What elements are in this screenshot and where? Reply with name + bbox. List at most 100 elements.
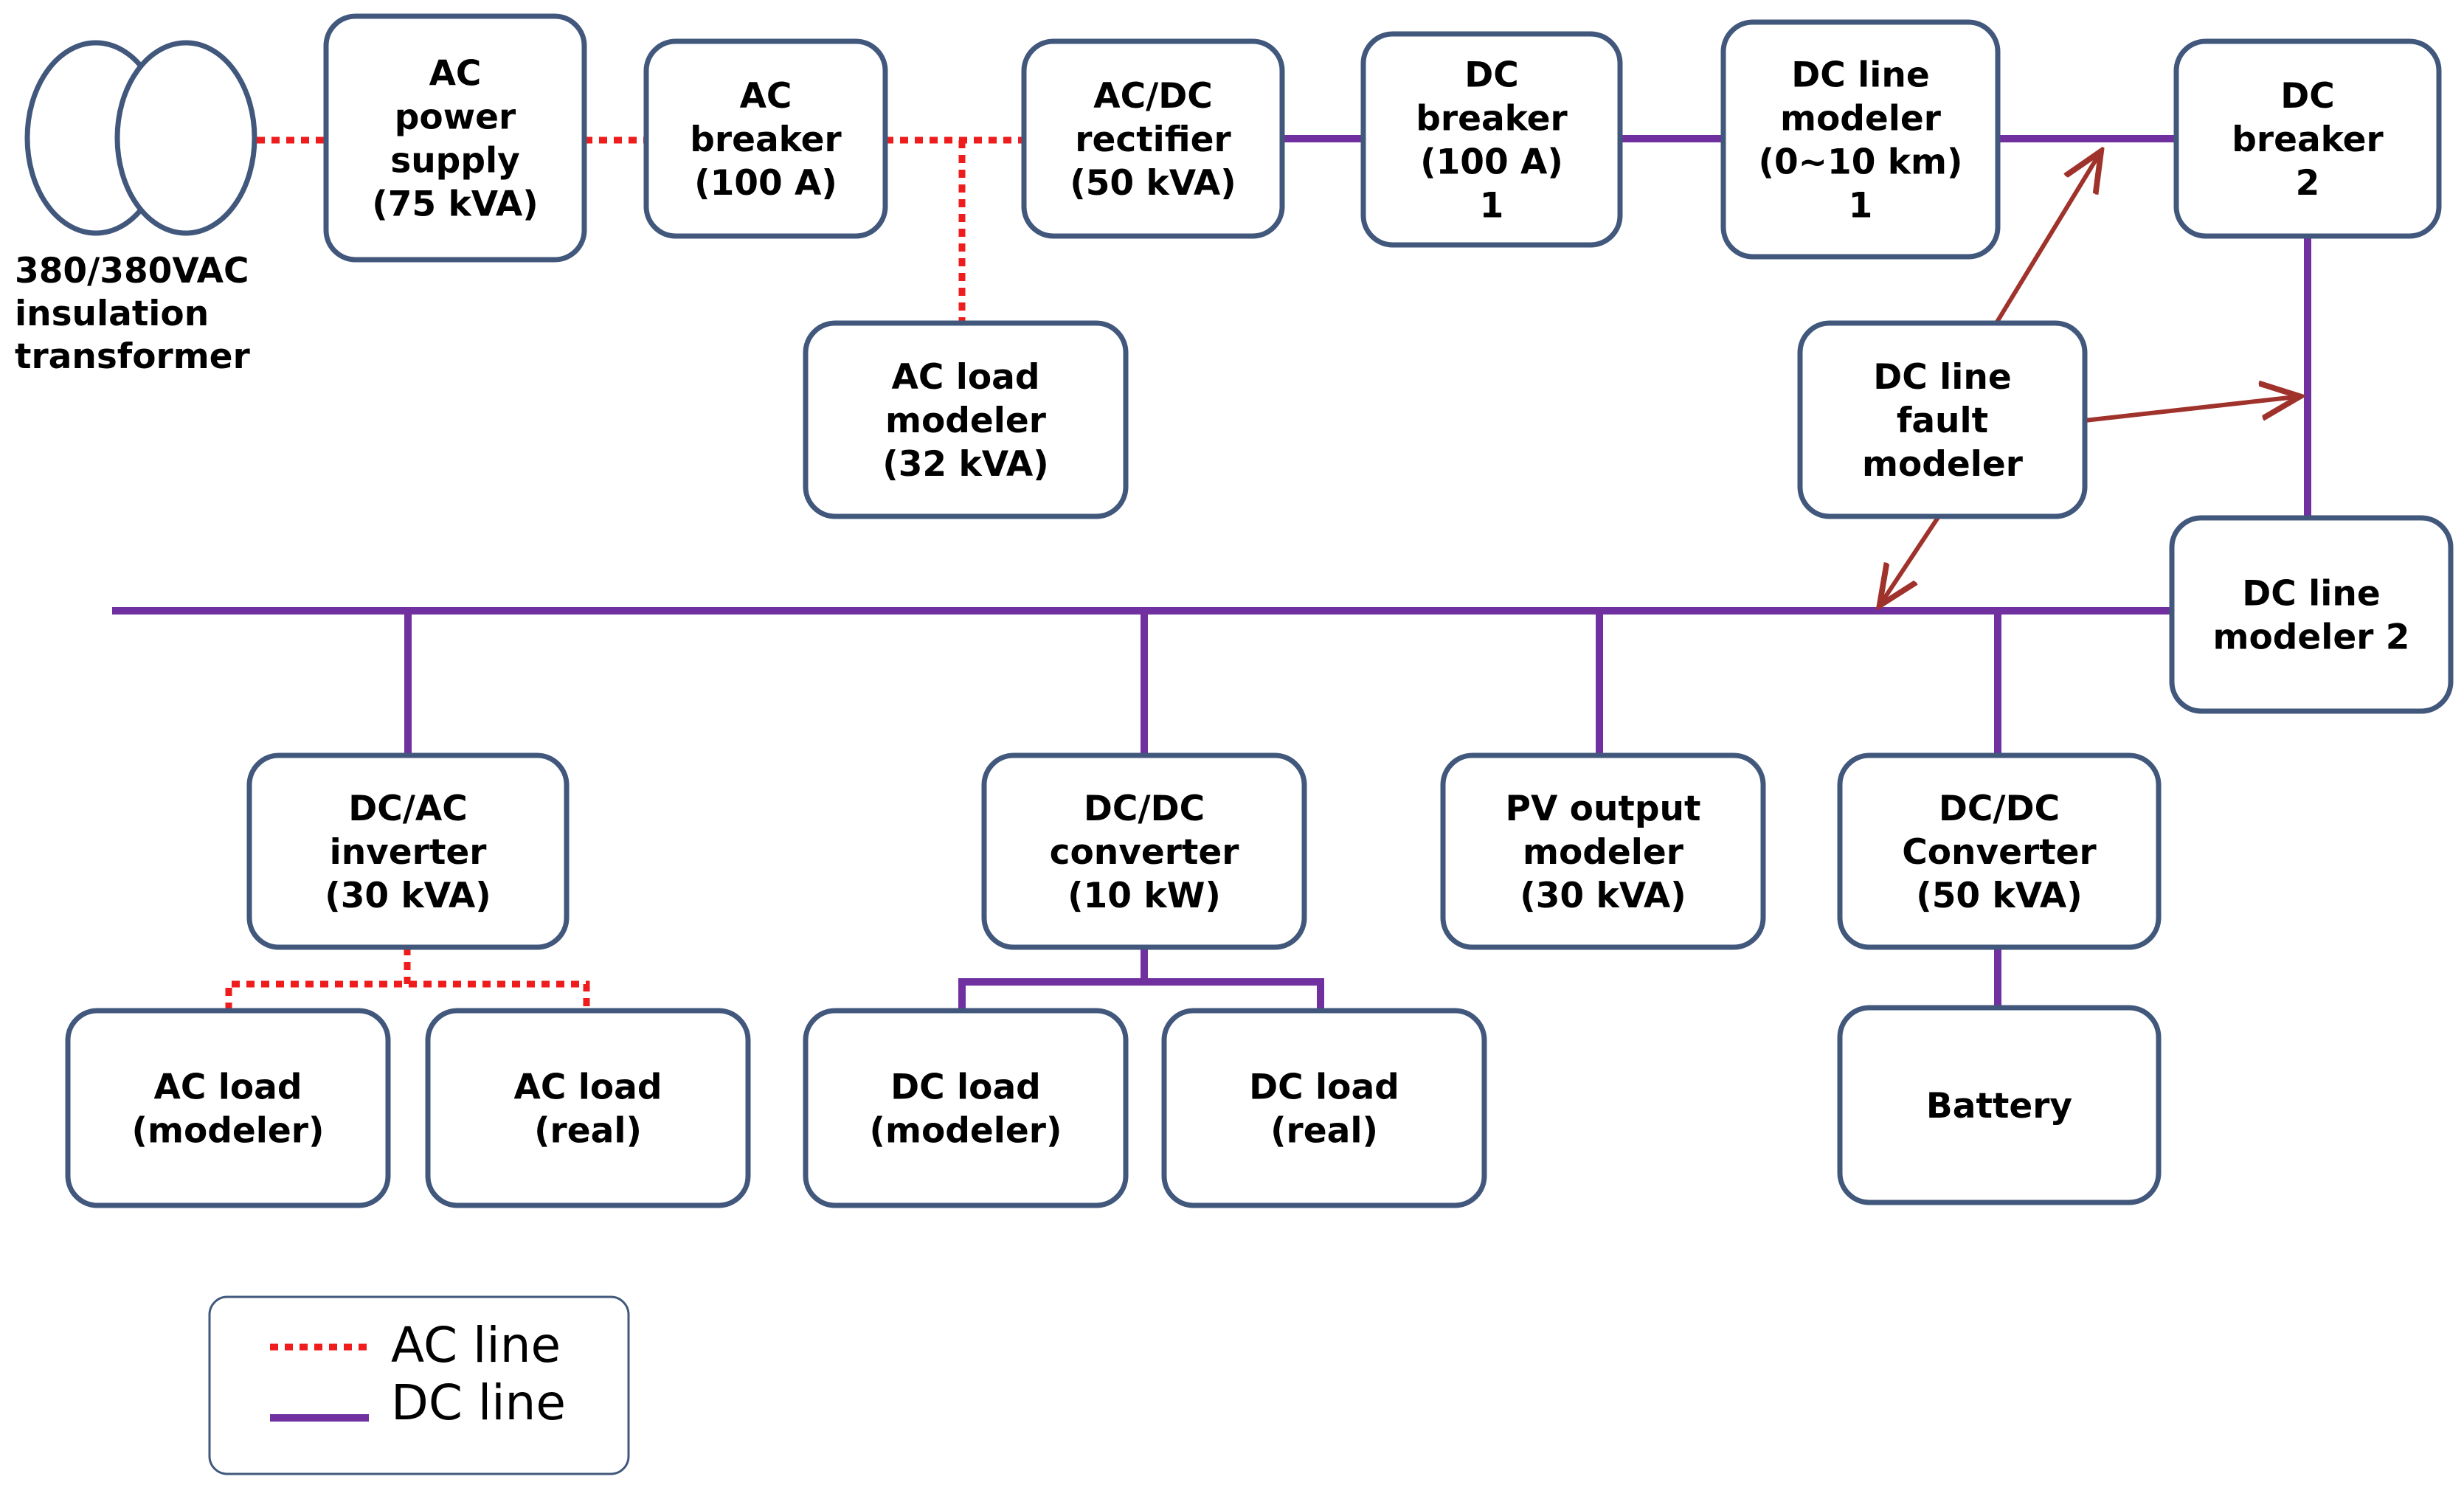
transformer-label-line-3: transformer [15, 336, 251, 377]
fault-arrow-to-dc-bus [1882, 515, 1941, 602]
node-label-line: modeler 2 [2212, 617, 2409, 658]
fault-arrow-to-breaker-2-line [2084, 397, 2296, 423]
node-label-line: breaker [2232, 120, 2384, 160]
node-box [643, 38, 888, 239]
node-label-line: DC line [1873, 357, 2011, 398]
node-label-line: (75 kVA) [372, 184, 539, 225]
node-label-line: inverter [330, 832, 488, 873]
node-box [803, 320, 1129, 519]
ac-connections [225, 136, 1024, 1011]
node-label-line: (30 kVA) [325, 876, 491, 916]
node-box [1161, 1008, 1487, 1208]
node-label-line: 2 [2296, 163, 2320, 204]
node-label-line: (100 A) [1420, 142, 1563, 183]
node-label-line: AC [429, 54, 482, 94]
node-label-line: (32 kVA) [882, 444, 1049, 485]
node-label-line: DC/AC [348, 789, 468, 829]
node-ac-load-modeler: AC load(modeler) [65, 1008, 391, 1208]
node-label-line: 1 [1480, 186, 1504, 226]
node-label-line: AC load [892, 357, 1040, 398]
node-label-line: (0~10 km) [1758, 142, 1962, 183]
node-label-line: DC line [1791, 55, 1929, 96]
node-label-line: DC/DC [1084, 789, 1205, 829]
ac-line-inverter-to-ac-loads [225, 980, 590, 1011]
node-box [1360, 31, 1623, 248]
node-box [246, 752, 570, 950]
node-label-line: (modeler) [132, 1111, 325, 1152]
node-label-line: AC load [154, 1067, 302, 1108]
dc-line-converter-to-dc-loads [958, 978, 1324, 1011]
node-label-line: modeler [1862, 444, 2024, 485]
node-label-line: supply [390, 141, 519, 181]
node-label-line: (50 kVA) [1070, 163, 1236, 204]
transformer-secondary-coil-icon [114, 40, 257, 236]
node-box [1837, 1005, 2162, 1205]
node-label-line: (real) [1270, 1111, 1378, 1152]
node-label-line: DC [1464, 55, 1519, 96]
node-label-line: Battery [1926, 1086, 2072, 1126]
node-label-line: rectifier [1075, 120, 1231, 160]
node-box [323, 13, 587, 263]
insulation-transformer: 380/380VAC insulation transformer [15, 40, 257, 377]
node-label-line: (50 kVA) [1916, 876, 2083, 916]
node-box [1440, 752, 1766, 950]
node-label-line: DC load [890, 1067, 1041, 1108]
node-label-line: DC/DC [1939, 789, 2060, 829]
node-label-line: breaker [1416, 99, 1568, 139]
node-box [1797, 320, 2088, 519]
node-box [981, 752, 1307, 950]
node-label-line: (100 A) [694, 163, 837, 204]
node-label-line: DC load [1249, 1067, 1399, 1108]
node-label-line: fault [1897, 401, 1988, 441]
node-box [425, 1008, 751, 1208]
node-box [2169, 515, 2454, 714]
node-battery: Battery [1837, 1005, 2162, 1205]
fault-arrow-to-line-modeler-1 [1994, 155, 2099, 325]
node-box [1021, 38, 1285, 239]
node-label-line: (real) [534, 1111, 642, 1152]
node-label-line: power [395, 97, 516, 138]
node-label-line: (10 kW) [1067, 876, 1221, 916]
node-box [65, 1008, 391, 1208]
node-label-line: modeler [1780, 99, 1942, 139]
node-label-line: DC line [2242, 574, 2380, 615]
legend-dc-line-label: DC line [391, 1374, 566, 1431]
node-ac-load-real: AC load(real) [425, 1008, 751, 1208]
node-label-line: modeler [885, 401, 1047, 441]
node-dc-load-modeler: DC load(modeler) [803, 1008, 1129, 1208]
dc-connections [112, 135, 2311, 1011]
node-label-line: AC [740, 76, 792, 117]
node-label-line: PV output [1506, 789, 1701, 829]
legend: AC line DC line [208, 1295, 630, 1475]
node-label-line: AC load [514, 1067, 662, 1108]
node-label-line: (modeler) [870, 1111, 1062, 1152]
transformer-label-line-1: 380/380VAC [15, 251, 249, 291]
legend-frame [208, 1295, 630, 1475]
node-label-line: Converter [1902, 832, 2097, 873]
node-label-line: AC/DC [1093, 76, 1213, 117]
node-label-line: modeler [1523, 832, 1684, 873]
node-label-line: 1 [1849, 186, 1873, 226]
node-dc-load-real: DC load(real) [1161, 1008, 1487, 1208]
node-box [803, 1008, 1129, 1208]
node-label-line: converter [1050, 832, 1240, 873]
legend-ac-line-label: AC line [391, 1317, 561, 1374]
node-label-line: DC [2280, 76, 2335, 117]
node-box [1720, 19, 2001, 260]
